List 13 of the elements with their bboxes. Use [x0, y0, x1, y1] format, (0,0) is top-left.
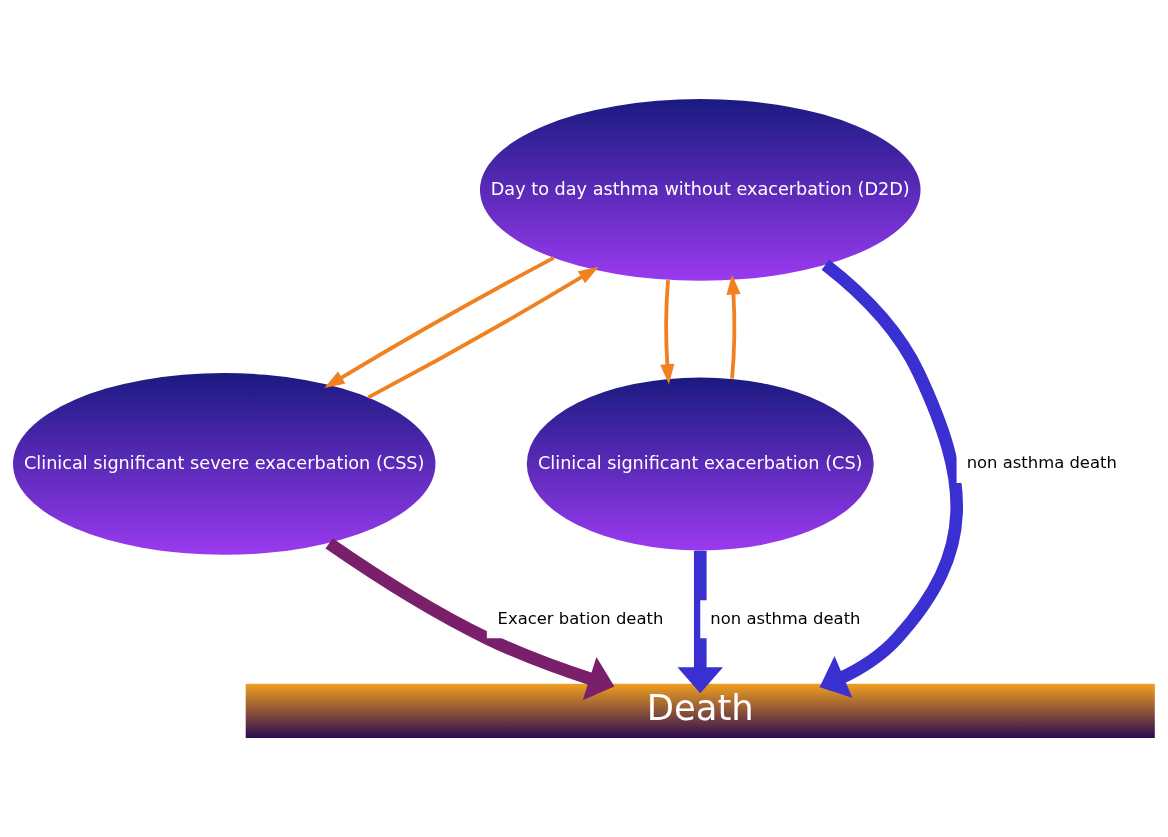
- arrow: [325, 538, 615, 701]
- edge-label: non asthma death: [710, 608, 861, 628]
- arrow: [324, 256, 555, 388]
- arrow: [367, 266, 599, 400]
- arrow: [660, 279, 675, 385]
- arrow: [726, 274, 741, 379]
- node-box: Death: [245, 683, 1155, 738]
- arrow: [819, 259, 963, 698]
- edge-label: Exacer bation death: [497, 608, 664, 628]
- node-ellipse: Day to day asthma without exacerbation (D2D): [479, 99, 921, 281]
- edge-label: non asthma death: [966, 453, 1117, 473]
- node-ellipse: Clinical significant exacerbation (CS): [526, 377, 874, 551]
- arrow: [677, 550, 723, 694]
